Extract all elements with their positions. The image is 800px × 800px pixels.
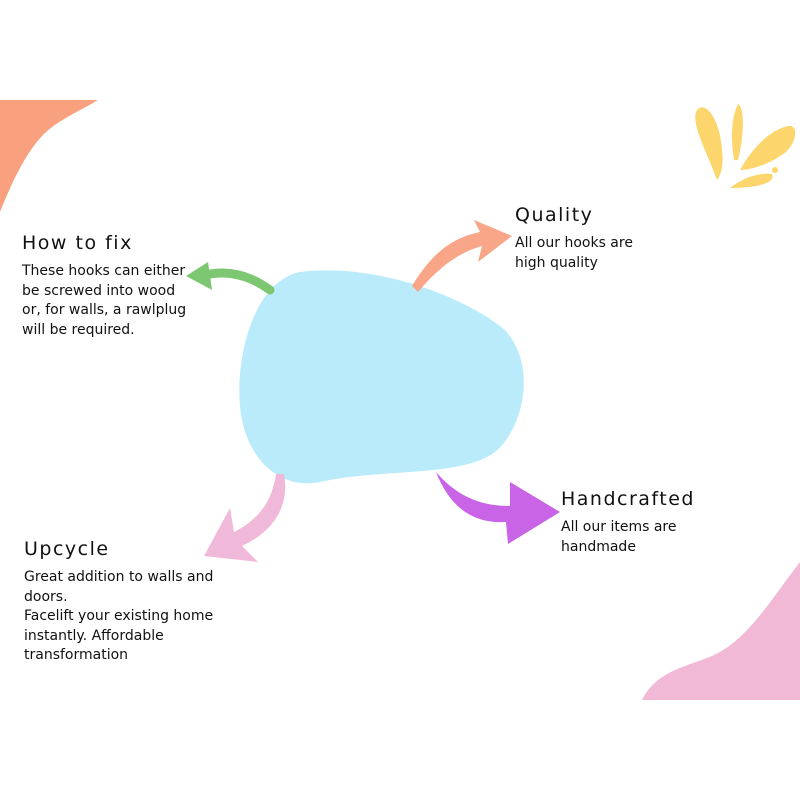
body-line: transformation bbox=[24, 647, 129, 663]
arrow-handcrafted bbox=[436, 472, 560, 544]
body-line: doors. bbox=[24, 588, 68, 605]
decor-blob-top-left bbox=[0, 100, 98, 212]
arrow-upcycle bbox=[204, 474, 286, 562]
body-line: handmade bbox=[561, 538, 636, 555]
decor-blob-bottom-right bbox=[642, 562, 800, 700]
section-how-to-fix: How to fix These hooks can either be scr… bbox=[22, 231, 222, 340]
section-title: Handcrafted bbox=[561, 488, 695, 510]
section-handcrafted: Handcrafted All our items are handmade bbox=[561, 487, 731, 557]
section-title: How to fix bbox=[22, 232, 133, 254]
center-blob bbox=[239, 270, 524, 484]
body-line: be screwed into wood bbox=[22, 282, 176, 299]
section-quality: Quality All our hooks are high quality bbox=[515, 203, 685, 273]
body-line: will be required. bbox=[22, 321, 135, 338]
body-line: or, for walls, a rawlplug bbox=[22, 302, 187, 318]
splash-icon bbox=[695, 104, 796, 188]
body-line: instantly. Affordable bbox=[24, 627, 164, 644]
body-line: Facelift your existing home bbox=[24, 608, 214, 624]
body-line: Great addition to walls and bbox=[24, 569, 214, 585]
section-body: These hooks can either be screwed into w… bbox=[22, 262, 222, 340]
section-body: All our hooks are high quality bbox=[515, 234, 685, 273]
arrow-how-to-fix bbox=[186, 262, 275, 295]
section-upcycle: Upcycle Great addition to walls and door… bbox=[24, 537, 254, 666]
body-line: All our items are bbox=[561, 519, 677, 535]
body-line: high quality bbox=[515, 254, 598, 271]
section-body: All our items are handmade bbox=[561, 518, 731, 557]
body-line: These hooks can either bbox=[22, 263, 186, 279]
section-title: Upcycle bbox=[24, 538, 110, 560]
section-title: Quality bbox=[515, 204, 594, 226]
section-body: Great addition to walls and doors. Facel… bbox=[24, 568, 254, 666]
body-line: All our hooks are bbox=[515, 235, 633, 251]
arrow-quality bbox=[412, 220, 512, 292]
